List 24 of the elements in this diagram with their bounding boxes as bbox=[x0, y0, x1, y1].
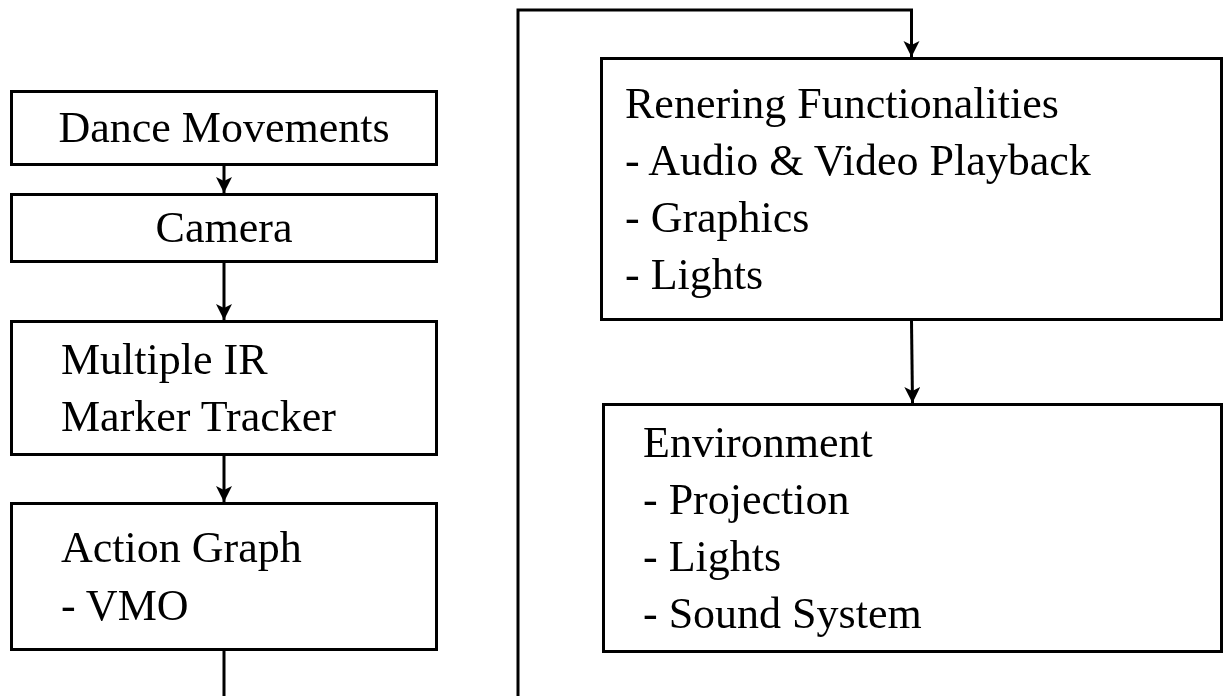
process-box bbox=[10, 502, 438, 651]
node-text: Renering Functionalities bbox=[625, 77, 1059, 130]
process-box bbox=[602, 403, 1223, 653]
node-text: - Lights bbox=[625, 249, 764, 302]
node-text: - Audio & Video Playback bbox=[625, 134, 1091, 187]
process-box bbox=[10, 90, 438, 166]
process-box bbox=[10, 193, 438, 263]
node-text: Action Graph bbox=[61, 522, 302, 575]
arrow bbox=[216, 456, 232, 502]
node-text: - VMO bbox=[61, 579, 189, 632]
node-text: Camera bbox=[155, 202, 293, 255]
arrow bbox=[216, 166, 232, 193]
node-text: - Sound System bbox=[643, 588, 922, 641]
process-box bbox=[600, 57, 1223, 321]
node-text: - Graphics bbox=[625, 192, 810, 244]
process-box bbox=[10, 320, 438, 456]
node-text: Multiple IR Marker Tracker bbox=[61, 333, 337, 443]
node-text: - Lights bbox=[643, 531, 782, 583]
node-text: Dance Movements bbox=[58, 102, 390, 155]
node-text: Environment bbox=[643, 416, 873, 469]
node-text: - Projection bbox=[643, 473, 850, 526]
arrow bbox=[222, 8, 920, 696]
arrow bbox=[904, 320, 921, 404]
arrow bbox=[216, 263, 232, 320]
